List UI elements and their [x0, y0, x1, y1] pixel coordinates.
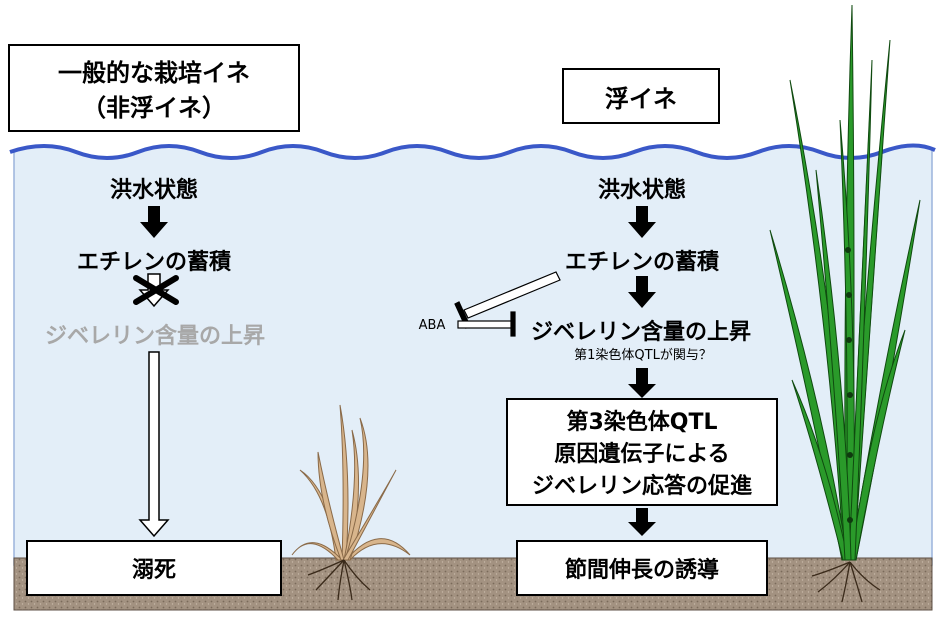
left-result-label: 溺死	[131, 558, 176, 583]
right-arrow-ethylene-to-gibberellin	[628, 276, 656, 308]
right-gene-box: 第3染色体QTL 原因遺伝子による ジベレリン応答の促進	[506, 398, 778, 506]
left-arrow-flood-to-ethylene	[140, 206, 168, 238]
left-title-line2: （非浮イネ）	[82, 94, 226, 122]
right-arrow-gene-to-result	[628, 508, 656, 536]
right-gene-line2: 原因遺伝子による	[554, 442, 730, 467]
right-gene-line3: ジベレリン応答の促進	[531, 474, 752, 499]
left-title-line1: 一般的な栽培イネ	[58, 59, 250, 87]
right-arrow-gibberellin-to-gene	[628, 368, 656, 398]
aba-inhibits-gibberellin	[457, 311, 516, 337]
aba-label: ABA	[418, 318, 446, 333]
deepwater-rice-plant	[769, 4, 921, 561]
left-ethylene-label: エチレンの蓄積	[76, 250, 231, 275]
dead-rice-plant	[291, 404, 411, 561]
right-arrow-flood-to-ethylene	[628, 206, 656, 238]
right-result-box: 節間伸長の誘導	[516, 540, 768, 596]
right-gibberellin-label: ジベレリン含量の上昇	[530, 320, 751, 345]
left-title-box: 一般的な栽培イネ （非浮イネ）	[8, 44, 300, 132]
left-long-arrow	[138, 351, 170, 538]
right-title-box: 浮イネ	[562, 68, 720, 124]
water-wave-line	[9, 143, 936, 160]
right-title-label: 浮イネ	[605, 84, 677, 113]
left-flood-label: 洪水状態	[109, 178, 198, 203]
right-gene-line1: 第3染色体QTL	[566, 410, 718, 435]
left-gibberellin-label: ジベレリン含量の上昇	[44, 324, 265, 349]
right-result-label: 節間伸長の誘導	[564, 558, 719, 583]
left-result-box: 溺死	[26, 540, 282, 596]
right-qtl-note: 第1染色体QTLが関与？	[574, 348, 712, 363]
right-flood-label: 洪水状態	[597, 178, 686, 203]
left-block-cross-icon	[133, 275, 179, 305]
deepwater-rice-roots	[811, 561, 881, 603]
deepwater-rice-nodes	[845, 247, 853, 523]
right-ethylene-label: エチレンの蓄積	[564, 250, 719, 275]
dead-rice-roots	[307, 559, 371, 601]
